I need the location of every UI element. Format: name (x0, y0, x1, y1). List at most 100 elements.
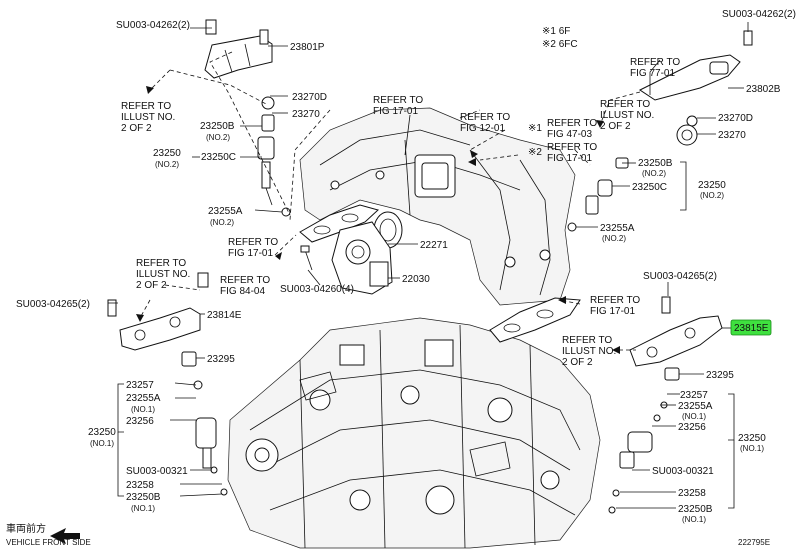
refer-label: REFER TO (460, 112, 510, 123)
part-label: (NO.2) (700, 191, 724, 200)
part-label: SU003-04265(2) (643, 271, 717, 282)
refer-label: ILLUST NO. (121, 112, 175, 123)
part-label: (NO.1) (682, 412, 706, 421)
injector-upper-right (567, 115, 698, 232)
part-label: (NO.1) (682, 515, 706, 524)
part-label: 23250 (738, 433, 766, 444)
refer-label: 2 OF 2 (121, 123, 152, 134)
part-label: (NO.2) (155, 160, 179, 169)
part-label: 23270 (292, 109, 320, 120)
refer-label: REFER TO (136, 258, 186, 269)
part-label: (NO.1) (131, 504, 155, 513)
part-label: 23295 (706, 370, 734, 381)
legend-item: ※2 6FC (542, 39, 578, 50)
intake-manifold (299, 107, 576, 306)
part-label: 23250C (201, 152, 236, 163)
part-label: 23258 (126, 480, 154, 491)
part-label: 23256 (126, 416, 154, 427)
part-label: (NO.2) (206, 133, 230, 142)
refer-label: REFER TO (600, 99, 650, 110)
part-label: 23250B (678, 504, 713, 515)
part-label: 23250C (632, 182, 667, 193)
part-label: (NO.1) (131, 405, 155, 414)
refer-label: FIG 84-04 (220, 286, 265, 297)
refer-label: REFER TO (547, 142, 597, 153)
refer-label: ILLUST NO. (600, 110, 654, 121)
part-label: 23250B (126, 492, 161, 503)
fuel-pipe-23802b (639, 30, 753, 101)
part-label: (NO.1) (740, 444, 764, 453)
refer-label: 2 OF 2 (136, 280, 167, 291)
part-label: 23250 (88, 427, 116, 438)
part-label: 22030 (402, 274, 430, 285)
refer-label: REFER TO (590, 295, 640, 306)
refer-label: REFER TO (547, 118, 597, 129)
part-label: SU003-00321 (126, 466, 188, 477)
refer-label: 2 OF 2 (600, 121, 631, 132)
throttle-bolt (300, 245, 313, 271)
injector-upper-left (257, 96, 291, 217)
part-label: 23257 (680, 390, 708, 401)
refer-label: FIG 12-01 (460, 123, 505, 134)
part-label: 23255A (208, 206, 243, 217)
diagram-id: 222795E (738, 538, 770, 547)
part-label: 23255A (126, 393, 161, 404)
part-label: 23801P (290, 42, 325, 53)
refer-label: FIG 17-01 (547, 153, 592, 164)
highlighted-part-label: 23815E (734, 323, 769, 334)
refer-label: ILLUST NO. (136, 269, 190, 280)
part-label: 23270D (292, 92, 327, 103)
part-label: 23250B (200, 121, 235, 132)
part-label: (NO.2) (642, 169, 666, 178)
manifold-gasket-right (489, 297, 581, 343)
part-label: 23255A (678, 401, 713, 412)
injector-lower-left (181, 351, 228, 496)
refer-label: ILLUST NO. (562, 346, 616, 357)
refer-label: REFER TO (228, 237, 278, 248)
refer-label: FIG 77-01 (630, 68, 675, 79)
part-label: 23256 (678, 422, 706, 433)
refer-label: REFER TO (373, 95, 423, 106)
part-label: SU003-04265(2) (16, 299, 90, 310)
leader-lines (108, 22, 749, 509)
part-label: SU003-04262(2) (116, 20, 190, 31)
throttle-body (331, 211, 403, 295)
part-label: 23258 (678, 488, 706, 499)
refer-label: FIG 17-01 (228, 248, 273, 259)
refer-label: FIG 17-01 (373, 106, 418, 117)
part-label: 23270 (718, 130, 746, 141)
part-label: SU003-04262(2) (722, 9, 796, 20)
part-label: 23802B (746, 84, 781, 95)
refer-label: REFER TO (220, 275, 270, 286)
fuel-rail-23815e (629, 296, 723, 367)
part-label: (NO.2) (602, 234, 626, 243)
front-side-label-jp: 車両前方 (6, 522, 46, 535)
part-labels: SU003-04262(2) 23801P REFER TO ILLUST NO… (6, 9, 796, 547)
engine-block (227, 317, 601, 549)
refer-label: REFER TO (121, 101, 171, 112)
part-label: 23250 (153, 148, 181, 159)
part-label: (NO.1) (90, 439, 114, 448)
marker-label: ※1 (528, 123, 542, 134)
part-label: 23814E (207, 310, 242, 321)
fuel-rail-23801p (204, 19, 273, 79)
part-label: 23295 (207, 354, 235, 365)
arrows (136, 86, 620, 354)
part-label: 23270D (718, 113, 753, 124)
injector-lower-right (608, 367, 680, 514)
manifold-gasket-left (299, 204, 379, 243)
refer-label: REFER TO (630, 57, 680, 68)
part-label: 23250B (638, 158, 673, 169)
front-arrow-icon (50, 528, 80, 544)
part-label: 23250 (698, 180, 726, 191)
highlight-box (730, 319, 772, 336)
refer-label: FIG 47-03 (547, 129, 592, 140)
part-label: SU003-04260(4) (280, 284, 354, 295)
fuel-rail-23814e (107, 272, 209, 351)
legend-item: ※1 6F (542, 26, 570, 37)
part-label: 22271 (420, 240, 448, 251)
part-label: SU003-00321 (652, 466, 714, 477)
part-label: 23257 (126, 380, 154, 391)
front-side-label-en: VEHICLE FRONT SIDE (6, 538, 91, 547)
